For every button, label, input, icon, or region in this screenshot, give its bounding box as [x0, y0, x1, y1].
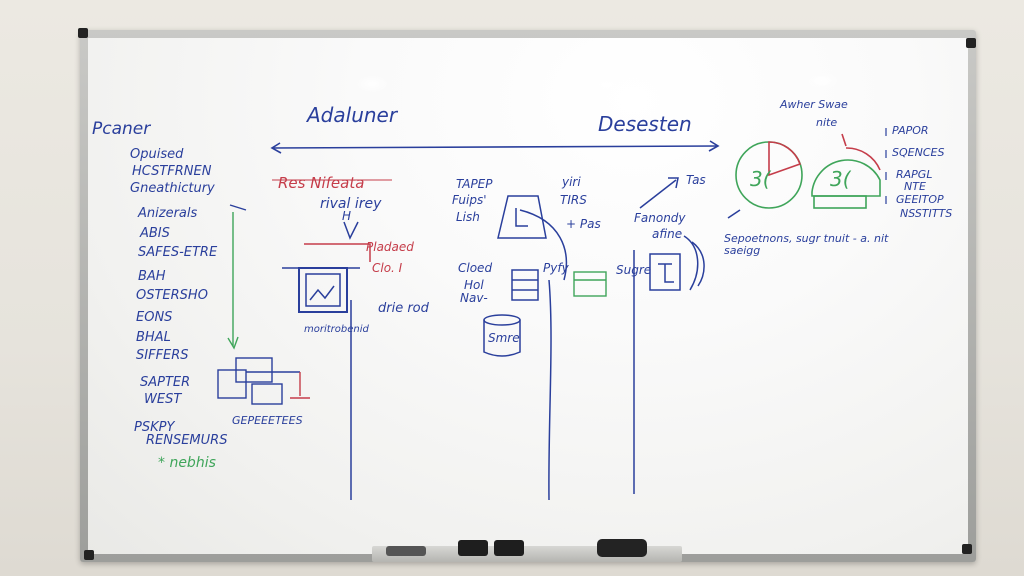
- gauge-left-value: 3(: [750, 167, 772, 191]
- col2-left-a: Cloed: [458, 261, 492, 275]
- col2-note-f: yiri: [561, 175, 581, 189]
- right-bottom-note2: saeigg: [724, 244, 760, 257]
- list-item: WEST: [144, 392, 182, 407]
- col2-green-box: [574, 272, 606, 296]
- list-item: BAH: [138, 269, 166, 284]
- list-item: OSTERSHO: [136, 288, 208, 303]
- col3-side: Sugre: [616, 263, 651, 277]
- column-2: [484, 196, 566, 500]
- list-item: SIFFERS: [136, 348, 189, 363]
- left-list-heading: Pcaner: [92, 119, 151, 139]
- col1-note2: H: [342, 209, 351, 223]
- right-sub-note: nite: [816, 116, 837, 129]
- col2-note-c: Lish: [456, 210, 480, 224]
- list-item: EONS: [136, 310, 172, 325]
- right-item: PAPOR: [892, 124, 929, 137]
- col1-red-label-b: Clo. I: [372, 261, 403, 275]
- list-item: ABIS: [139, 226, 170, 241]
- col1-red-heading: Res Nifeata: [278, 174, 364, 192]
- title-left: Adaluner: [305, 103, 399, 127]
- list-item: Opuised: [130, 147, 184, 162]
- right-item: SQENCES: [892, 146, 944, 159]
- list-item: Gneathictury: [130, 181, 215, 196]
- title-arrow: [272, 141, 718, 153]
- list-item: Anizerals: [137, 206, 197, 221]
- right-item: GEEITOP: [896, 193, 944, 206]
- title-right: Desesten: [598, 112, 692, 136]
- col1-note: rival irey: [320, 196, 382, 212]
- list-item: RENSEMURS: [146, 433, 227, 448]
- list-item: BHAL: [136, 330, 171, 345]
- col1-box-label: moritrobenid: [304, 324, 370, 335]
- left-list: Opuised HCSTFRNEN Gneathictury Anizerals…: [130, 147, 227, 448]
- col2-left-b: Hol: [464, 278, 484, 292]
- col2-left-c: Nav-: [460, 291, 488, 305]
- left-diagram: [218, 205, 310, 404]
- col2-side: Pyfy: [543, 261, 570, 275]
- list-item: SAPTER: [140, 375, 190, 390]
- left-diagram-caption: GEPEEETEES: [232, 414, 303, 427]
- right-top-note: Awher Swae: [779, 98, 848, 111]
- col3-arrow-note: Tas: [686, 173, 706, 187]
- col3-sub: afine: [652, 227, 682, 241]
- col2-note-a: TAPEP: [456, 177, 493, 191]
- column-3: [634, 178, 704, 494]
- col3-label: Fanondy: [634, 211, 686, 225]
- right-item: NSSTITTS: [900, 207, 952, 220]
- col2-note-b: Fuips': [452, 193, 487, 207]
- list-item: SAFES-ETRE: [138, 245, 218, 260]
- column-1: [272, 180, 392, 500]
- col2-note-d: TIRS: [560, 193, 587, 207]
- gauge-right-value: 3(: [830, 167, 852, 191]
- list-item: HCSTFRNEN: [132, 164, 212, 179]
- left-footnote: * nebhis: [158, 455, 216, 471]
- col1-side-note: drie rod: [378, 301, 430, 316]
- col2-note-e: + Pas: [566, 217, 601, 231]
- right-item: NTE: [904, 180, 926, 193]
- col2-db-label: Smre: [488, 331, 520, 345]
- col1-red-label-a: Pladaed: [366, 240, 414, 254]
